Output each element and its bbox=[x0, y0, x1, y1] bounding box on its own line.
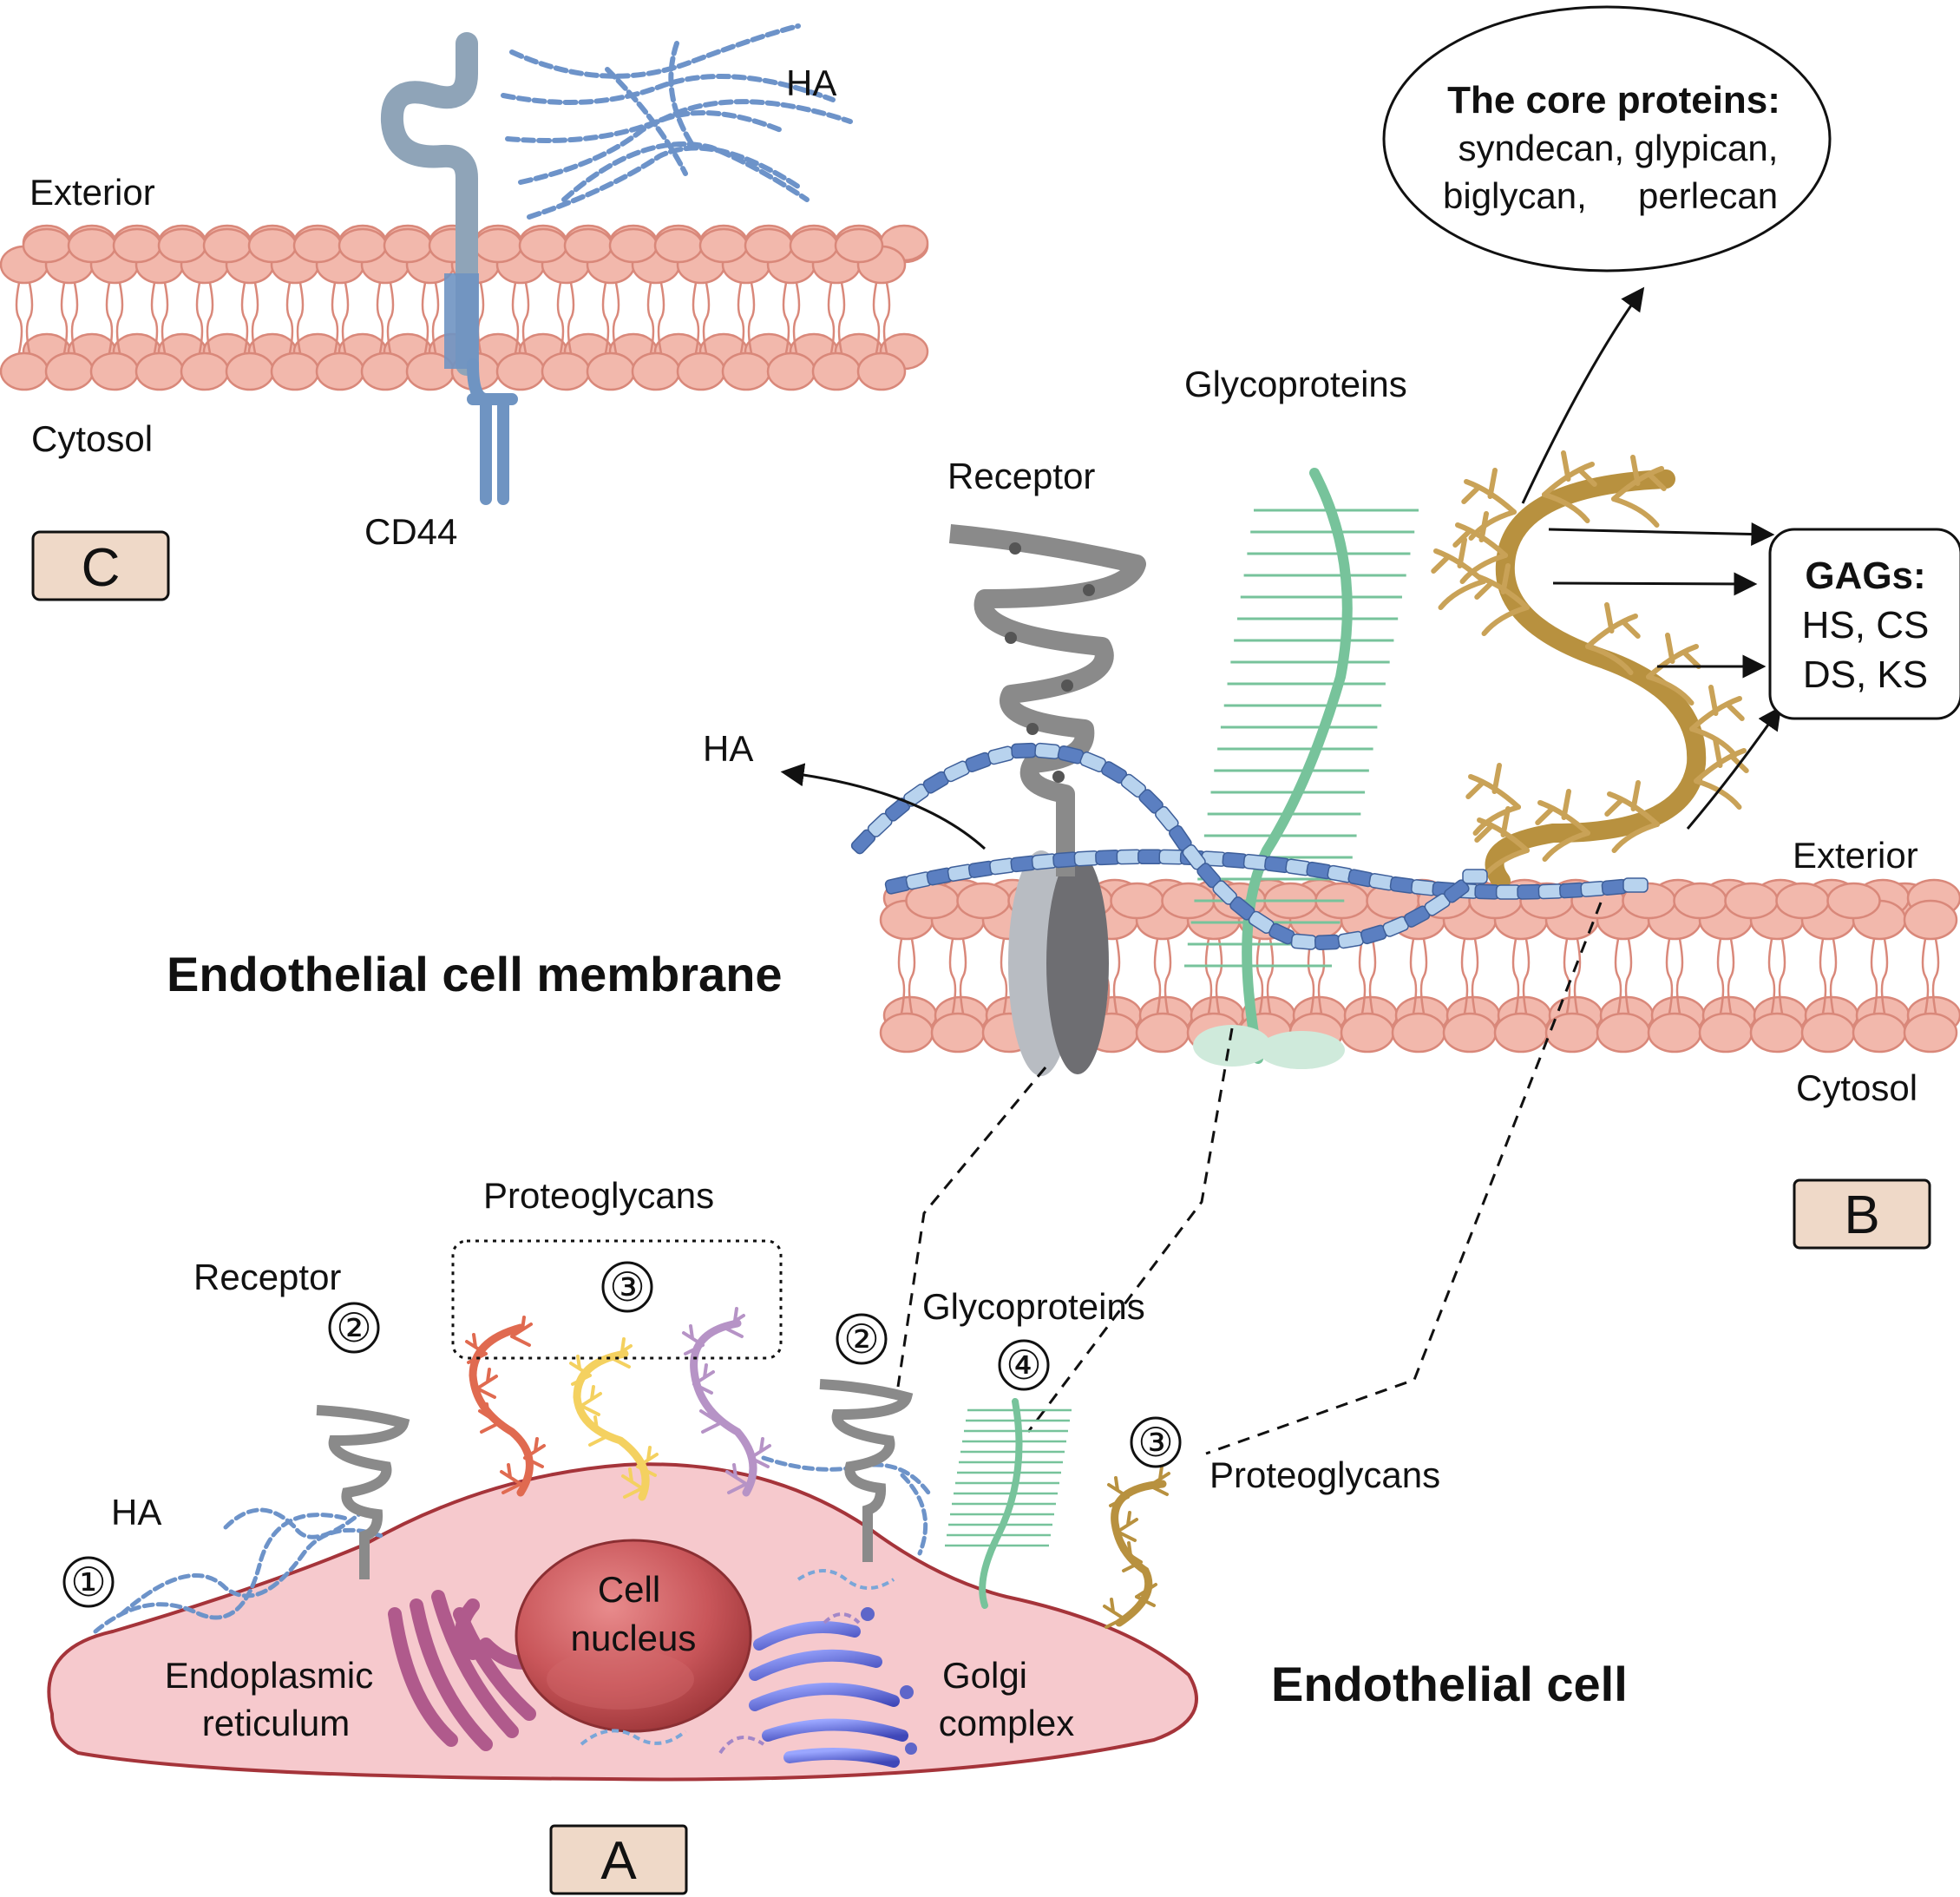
panel-c-ha-label: HA bbox=[786, 62, 836, 103]
panel-b-glycoproteins-label: Glycoproteins bbox=[1184, 364, 1407, 404]
svg-text:B: B bbox=[1844, 1185, 1879, 1245]
marker-2-right: ② bbox=[843, 1316, 879, 1362]
proteoglycans-group-box bbox=[451, 1239, 783, 1360]
panel-c-exterior-label: Exterior bbox=[29, 172, 155, 213]
glycoprotein-b bbox=[1184, 468, 1419, 1069]
panel-a-proteoglycans-label: Proteoglycans bbox=[1209, 1454, 1440, 1495]
svg-text:C: C bbox=[82, 538, 121, 598]
panel-b-exterior-label: Exterior bbox=[1793, 835, 1918, 876]
marker-1: ① bbox=[70, 1559, 106, 1605]
er-label-1: Endoplasmic bbox=[165, 1655, 373, 1696]
golgi-label-1: Golgi bbox=[942, 1655, 1027, 1696]
nucleus-label-2: nucleus bbox=[571, 1618, 697, 1658]
panel-a-tag: A bbox=[549, 1824, 688, 1895]
proteoglycans-top-label: Proteoglycans bbox=[483, 1175, 714, 1216]
membrane-title: Endothelial cell membrane bbox=[167, 947, 783, 1001]
gags-title: GAGs: bbox=[1805, 555, 1925, 597]
core-proteins-perlecan: perlecan bbox=[1638, 175, 1778, 216]
proteoglycan-branches-a bbox=[465, 1307, 1170, 1629]
panel-c-cytosol-label: Cytosol bbox=[31, 418, 153, 459]
gags-line1: HS, CS bbox=[1802, 604, 1930, 647]
proteoglycan-right bbox=[1111, 1480, 1167, 1627]
marker-3-box: ③ bbox=[609, 1264, 645, 1310]
core-proteins-title: The core proteins: bbox=[1447, 79, 1780, 121]
panel-a-ha-label: HA bbox=[111, 1492, 161, 1533]
cell-nucleus bbox=[515, 1539, 752, 1733]
panel-c: Exterior Cytosol CD44 HA C bbox=[0, 23, 929, 601]
gags-callout: GAGs: HS, CS DS, KS bbox=[1768, 528, 1960, 720]
panel-b-tag: B bbox=[1793, 1178, 1931, 1250]
panel-a-receptor-label: Receptor bbox=[193, 1257, 341, 1297]
proteoglycan-b bbox=[1431, 450, 1749, 890]
ha-chain-b bbox=[850, 742, 1649, 951]
endoplasmic-reticulum bbox=[388, 1590, 536, 1751]
cell-title: Endothelial cell bbox=[1271, 1657, 1628, 1711]
number-markers: ① ② ③ ② ④ ③ bbox=[62, 1261, 1182, 1608]
intracellular-chains bbox=[580, 1569, 895, 1755]
receptor-a-right bbox=[819, 1379, 914, 1562]
golgi-complex bbox=[749, 1607, 917, 1768]
core-proteins-callout: The core proteins: syndecan, glypican, b… bbox=[1382, 5, 1832, 272]
er-label-2: reticulum bbox=[202, 1703, 350, 1743]
marker-2-left: ② bbox=[336, 1305, 371, 1350]
core-proteins-line1: syndecan, glypican, bbox=[1459, 128, 1779, 168]
nucleus-label-1: Cell bbox=[598, 1569, 660, 1610]
marker-3-right: ③ bbox=[1137, 1420, 1173, 1465]
ha-chains-c bbox=[501, 23, 853, 220]
svg-text:A: A bbox=[600, 1831, 637, 1891]
gags-line2: DS, KS bbox=[1803, 653, 1928, 696]
glycoprotein-a bbox=[945, 1398, 1072, 1609]
panel-b: The core proteins: syndecan, glypican, b… bbox=[167, 5, 1960, 1250]
panel-c-tag: C bbox=[31, 530, 170, 601]
cd44-protein bbox=[380, 32, 518, 505]
panel-a-glycoproteins-label: Glycoproteins bbox=[922, 1286, 1145, 1327]
panel-b-cytosol-label: Cytosol bbox=[1796, 1067, 1917, 1108]
panel-b-ha-label: HA bbox=[703, 728, 753, 769]
marker-4: ④ bbox=[1006, 1342, 1041, 1388]
panel-b-receptor-label: Receptor bbox=[947, 456, 1095, 496]
receptor-a-left bbox=[316, 1405, 410, 1579]
panel-a: Proteoglycans Receptor HA Glycoproteins … bbox=[47, 1175, 1628, 1895]
panel-b-arrows bbox=[780, 286, 1782, 850]
dashed-connectors bbox=[896, 902, 1603, 1455]
cd44-label: CD44 bbox=[364, 511, 457, 552]
golgi-label-2: complex bbox=[939, 1703, 1074, 1743]
core-proteins-biglycan: biglycan, bbox=[1443, 175, 1587, 216]
lipid-bilayer-c bbox=[0, 224, 929, 391]
